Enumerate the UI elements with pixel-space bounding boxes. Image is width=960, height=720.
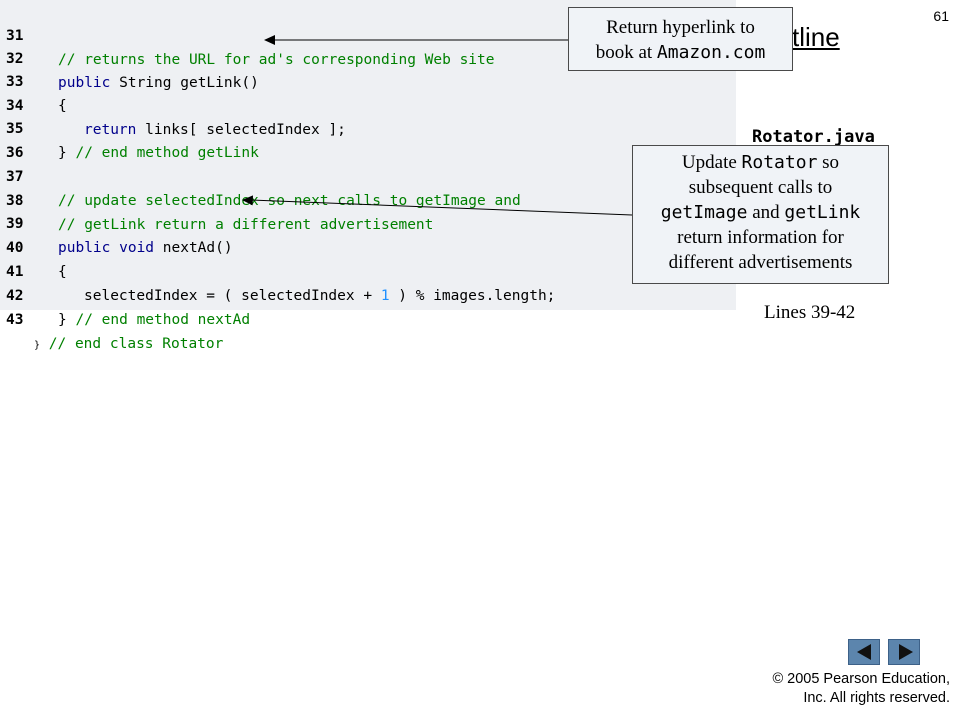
triangle-right-icon (899, 644, 913, 660)
code-line-35: 35 } // end method getLink (0, 93, 736, 161)
code-line-39: 39 public void nextAd() (0, 188, 736, 256)
callout-text: so (817, 152, 840, 173)
callout-text: different advertisements (668, 252, 853, 273)
code-line-34: 34 return links[ selectedIndex ]; (0, 70, 736, 138)
line-number: 34 (6, 98, 24, 114)
copyright-line: Inc. All rights reserved. (803, 690, 950, 706)
callout-text: return information for (677, 227, 844, 248)
line-number: 33 (6, 74, 24, 90)
code-text: } (58, 312, 76, 328)
code-line-43: 43 } // end class Rotator (0, 284, 736, 352)
callout-update-rotator: Update Rotator so subsequent calls to ge… (632, 145, 889, 284)
line-number: 39 (6, 216, 24, 232)
code-line-37: 37 // update selectedIndex so next calls… (0, 141, 736, 209)
copyright-notice: © 2005 Pearson Education, Inc. All right… (772, 670, 950, 708)
line-number: 36 (6, 145, 24, 161)
callout-text: and (747, 202, 785, 223)
outline-title: tline (792, 22, 840, 52)
code-text: } (34, 340, 41, 351)
code-keyword: public (58, 75, 111, 91)
line-number: 37 (6, 169, 24, 185)
code-line-33: 33 { (0, 46, 736, 114)
callout-return-hyperlink: Return hyperlink to book at Amazon.com (568, 7, 793, 71)
code-comment: // getLink return a different advertisem… (58, 217, 434, 233)
code-text: String getLink() (110, 75, 259, 91)
callout-text: subsequent calls to (688, 177, 833, 198)
previous-slide-button[interactable] (848, 639, 880, 665)
code-keyword: public void (58, 240, 155, 256)
copyright-line: © 2005 Pearson Education, (772, 671, 950, 687)
line-number: 42 (6, 288, 24, 304)
callout-code: getLink (784, 202, 861, 223)
code-line-41: 41 selectedIndex = ( selectedIndex + 1 )… (0, 236, 736, 304)
callout-code: getImage (660, 202, 748, 223)
code-number: 1 (380, 288, 390, 304)
callout-code: Rotator (741, 152, 818, 173)
code-line-42: 42 } // end method nextAd (0, 260, 736, 328)
triangle-left-icon (857, 644, 871, 660)
code-text: { (58, 264, 67, 280)
next-slide-button[interactable] (888, 639, 920, 665)
code-text: nextAd() (154, 240, 233, 256)
code-comment: // returns the URL for ad's correspondin… (58, 52, 495, 68)
code-line-40: 40 { (0, 212, 736, 280)
file-name: Rotator.java (752, 127, 875, 147)
code-line-31: 31 // returns the URL for ad's correspon… (0, 0, 736, 68)
code-text: links[ selectedIndex ]; (136, 122, 346, 138)
code-keyword: return (84, 122, 137, 138)
line-number: 40 (6, 240, 24, 256)
code-comment: // end class Rotator (48, 336, 224, 352)
callout-text: Update (681, 152, 742, 173)
code-line-38: 38 // getLink return a different adverti… (0, 165, 736, 233)
code-line-32: 32 public String getLink() (0, 23, 736, 91)
callout-text: Return hyperlink to (606, 17, 755, 38)
code-line-36: 36 (0, 117, 736, 161)
line-number: 38 (6, 193, 24, 209)
code-comment: // end method getLink (75, 145, 259, 161)
callout-code: Amazon.com (656, 42, 766, 63)
line-number: 32 (6, 51, 24, 67)
code-comment: // end method nextAd (75, 312, 251, 328)
callout-text: book at (595, 42, 657, 63)
line-number: 41 (6, 264, 24, 280)
line-number: 35 (6, 121, 24, 137)
code-text: } (58, 145, 76, 161)
line-number: 43 (6, 312, 24, 328)
code-text: ) % images.length; (389, 288, 556, 304)
code-text: { (58, 98, 67, 114)
lines-label: Lines 39-42 (764, 302, 856, 323)
slide-number: 61 (933, 8, 949, 24)
line-number: 31 (6, 28, 24, 44)
code-text: selectedIndex = ( selectedIndex + (84, 288, 381, 304)
